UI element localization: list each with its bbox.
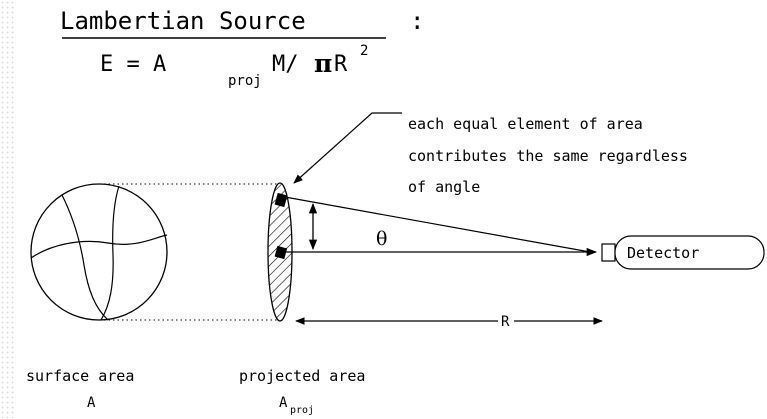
equation-r: R [334, 52, 348, 77]
sphere [30, 183, 168, 321]
projected-area-subscript: proj [290, 405, 314, 416]
theta-label: θ [376, 228, 387, 250]
annotation-line-1: each equal element of area [408, 115, 643, 133]
detector-label: Detector [627, 244, 699, 262]
annotation-leader-arrow [293, 112, 402, 184]
equation-lhs: E = A [100, 52, 166, 77]
title-heading: Lambertian Source [60, 7, 306, 35]
detector-body [614, 235, 765, 270]
annotation-line-3: of angle [408, 178, 480, 196]
left-dotted-edge [0, 0, 14, 419]
projected-area-symbol: A [279, 395, 288, 411]
surface-area-symbol: A [87, 395, 96, 411]
projected-area-label: projected area [239, 367, 365, 385]
equation-rhs: M/ [272, 52, 299, 77]
detector-aperture [601, 243, 616, 262]
equation-superscript: 2 [360, 43, 368, 59]
distance-label: R [501, 314, 510, 330]
title-colon: : [410, 7, 424, 35]
equation-pi: π [314, 49, 332, 78]
detector: Detector [601, 235, 765, 270]
area-element-middle [274, 245, 288, 260]
distance-dimension: R [295, 314, 603, 330]
surface-area-label: surface area [26, 367, 134, 385]
area-element-top [274, 192, 288, 208]
equation-subscript: proj [228, 73, 262, 89]
annotation-line-2: contributes the same regardless [408, 147, 688, 165]
oblique-ray [284, 196, 591, 253]
